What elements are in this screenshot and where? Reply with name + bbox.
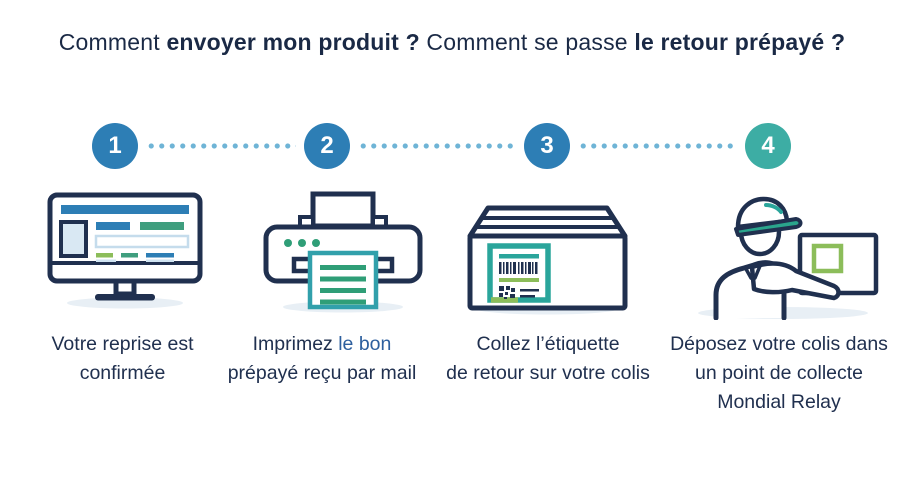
- step-1-badge: 1: [92, 123, 138, 169]
- caption-line: un point de collecte: [694, 362, 864, 384]
- caption-line: prépayé reçu par mail: [227, 362, 417, 384]
- arm: [749, 261, 841, 301]
- step-3-illustration: [460, 196, 635, 321]
- courier-icon: [698, 196, 879, 321]
- step-4-caption: Déposez votre colis dans un point de col…: [656, 330, 902, 417]
- accent-text: le bon: [338, 333, 392, 355]
- step-4-illustration: [688, 185, 883, 325]
- step-3-number: 3: [540, 132, 554, 159]
- title-bold-1: envoyer mon produit ?: [166, 29, 420, 55]
- title-regular-1: Comment: [58, 29, 167, 55]
- connector-2-3: [358, 143, 516, 149]
- package-icon: [467, 205, 628, 315]
- caption-line: confirmée: [79, 362, 166, 384]
- cap-brim: [734, 217, 803, 237]
- caption-line: Votre reprise est: [51, 333, 194, 355]
- caption-line: Imprimez le bon: [252, 333, 392, 355]
- step-1-illustration: [40, 190, 210, 315]
- barcode: [499, 262, 538, 274]
- step-4-number: 4: [761, 132, 775, 159]
- caption-line: de retour sur votre colis: [446, 362, 650, 384]
- step-2-caption: Imprimez le bon prépayé reçu par mail: [216, 330, 428, 388]
- step-1-caption: Votre reprise est confirmée: [15, 330, 230, 388]
- caption-line: Mondial Relay: [717, 391, 841, 413]
- step-1-number: 1: [108, 132, 122, 159]
- connector-1-2: [146, 143, 296, 149]
- title-bold-2: le retour prépayé ?: [634, 29, 846, 55]
- printer-icon: [263, 191, 423, 313]
- caption-line: Collez l’étiquette: [476, 333, 620, 355]
- step-2-badge: 2: [304, 123, 350, 169]
- title-regular-2: Comment se passe: [419, 29, 635, 55]
- step-4-badge: 4: [745, 123, 791, 169]
- caption-line: Déposez votre colis dans: [670, 333, 888, 355]
- step-3-caption: Collez l’étiquette de retour sur votre c…: [438, 330, 658, 388]
- monitor-icon: [47, 192, 203, 309]
- step-3-badge: 3: [524, 123, 570, 169]
- step-2-number: 2: [320, 132, 334, 159]
- connector-3-4: [578, 143, 737, 149]
- qr-code: [499, 286, 515, 299]
- page-title: Comment envoyer mon produit ? Comment se…: [0, 29, 904, 56]
- step-2-illustration: [258, 189, 428, 319]
- monitor-shadow: [67, 297, 183, 309]
